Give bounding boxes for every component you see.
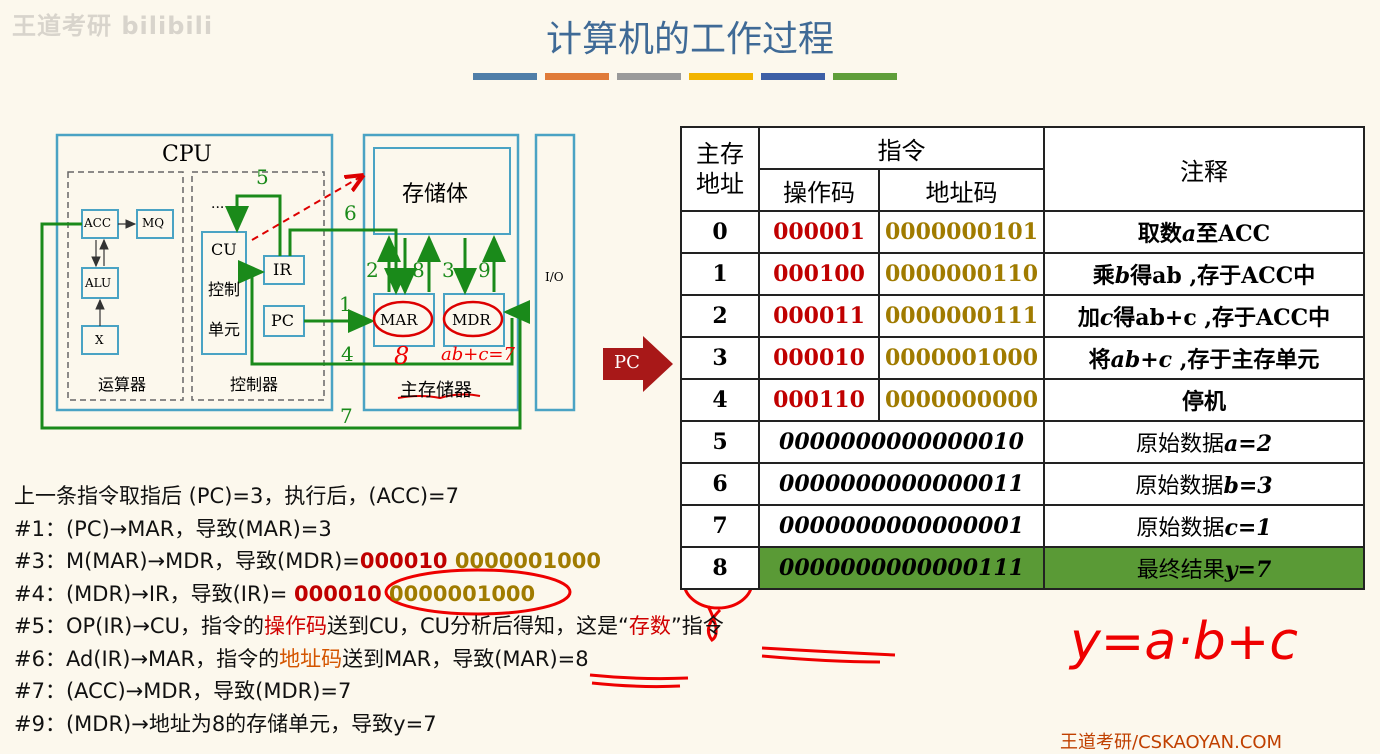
cu-label: CU	[211, 240, 237, 259]
step-5: #5：OP(IR)→CU，指令的操作码送到CU，CU分析后得知，这是“存数”指令	[14, 614, 724, 638]
header-instruction: 指令	[758, 126, 1045, 170]
acc-label: ACC	[84, 216, 112, 230]
color-bars	[473, 73, 897, 80]
step-8-label: 8	[412, 258, 425, 282]
step-1-label: 1	[339, 292, 352, 316]
alu-box	[81, 267, 119, 299]
watermark: 王道考研 bilibili	[12, 12, 214, 40]
step-9: #9：(MDR)→地址为8的存储单元，导致y=7	[14, 711, 437, 736]
io-label: I/O	[545, 270, 564, 284]
cu-sub1-label: 控制	[208, 280, 241, 299]
step-4-label: 4	[341, 342, 354, 366]
step-7-label: 7	[340, 404, 353, 428]
annotation-mdr-value: ab+c=7	[441, 344, 515, 365]
steps-list: 上一条指令取指后 (PC)=3，执行后，(ACC)=7 #1：(PC)→MAR，…	[14, 480, 724, 740]
step-4: #4：(MDR)→IR，导致(IR)= 000010 0000001000	[14, 581, 536, 606]
step-6: #6：Ad(IR)→MAR，指令的地址码送到MAR，导致(MAR)=8	[14, 646, 589, 671]
page-title: 计算机的工作过程	[545, 19, 834, 60]
storage-body-box	[373, 147, 511, 235]
alu-unit-label: 运算器	[98, 375, 147, 394]
main-memory-box	[362, 133, 520, 412]
step-2-label: 2	[366, 258, 379, 282]
mq-box	[136, 209, 174, 239]
mq-label: MQ	[142, 216, 165, 230]
storage-body-label: 存储体	[402, 182, 469, 207]
pc-label: PC	[271, 311, 295, 330]
step-3: #3：M(MAR)→MDR，导致(MDR)=000010 0000001000	[14, 549, 601, 573]
step-6-label: 6	[344, 201, 357, 225]
handwritten-formula: y=a·b+c	[1070, 612, 1298, 672]
header-address: 主存地址	[680, 126, 760, 212]
pc-pointer-icon	[603, 336, 673, 392]
step-9-label: 9	[478, 258, 491, 282]
cu-box	[201, 231, 247, 355]
cpu-box	[55, 133, 334, 412]
header-opcode: 操作码	[758, 168, 880, 212]
ellipsis-label: ···	[211, 200, 225, 216]
step-1: #1：(PC)→MAR，导致(MAR)=3	[14, 516, 332, 541]
pc-pointer-label: PC	[614, 352, 640, 373]
x-label: X	[95, 333, 104, 347]
step-3-label: 3	[442, 258, 455, 282]
mar-label: MAR	[380, 311, 418, 329]
controller-label: 控制器	[230, 375, 279, 394]
mdr-label: MDR	[452, 311, 491, 329]
main-memory-label: 主存储器	[400, 380, 472, 401]
annotation-mar-value: 8	[394, 342, 410, 370]
io-box	[534, 133, 576, 412]
step-5-label: 5	[256, 165, 269, 189]
header-addrcode: 地址码	[878, 168, 1045, 212]
footer: 王道考研/CSKAOYAN.COM	[1060, 732, 1283, 753]
ir-label: IR	[273, 260, 292, 279]
step-intro: 上一条指令取指后 (PC)=3，执行后，(ACC)=7	[14, 484, 460, 508]
cpu-label: CPU	[162, 142, 212, 167]
cu-sub2-label: 单元	[208, 320, 241, 339]
alu-label: ALU	[85, 276, 112, 290]
controller-box	[191, 171, 325, 401]
alu-unit-box	[67, 171, 184, 401]
header-comment: 注释	[1043, 126, 1365, 212]
step-7: #7：(ACC)→MDR，导致(MDR)=7	[14, 679, 352, 703]
